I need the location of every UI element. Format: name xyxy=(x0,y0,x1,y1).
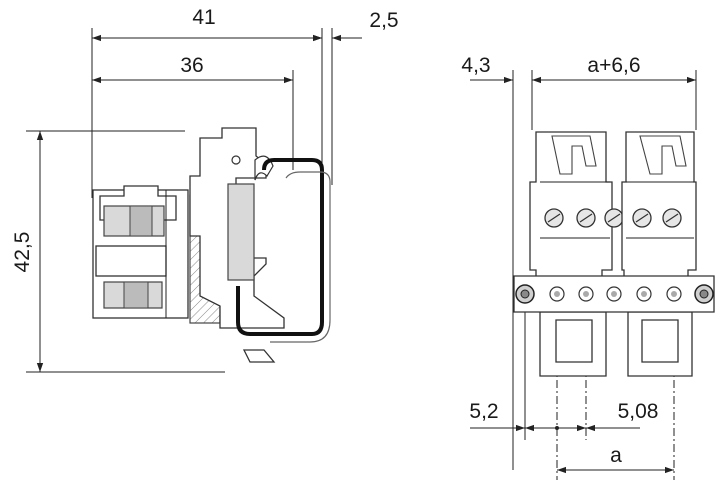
front-view: 4,3 a+6,6 5,2 5,08 a xyxy=(461,54,715,480)
dim-label-a: a xyxy=(610,444,622,467)
dim-label-36: 36 xyxy=(180,54,203,77)
module-left xyxy=(529,131,624,377)
plug-screw-upper xyxy=(129,205,153,237)
module-right-slot xyxy=(641,319,679,363)
dim-label-5-08: 5,08 xyxy=(618,400,659,423)
dim-label-5-2: 5,2 xyxy=(469,400,498,423)
dim-label-4-3: 4,3 xyxy=(461,54,490,77)
din-rail-profile xyxy=(236,158,324,336)
side-view: 41 36 2,5 42,5 xyxy=(11,6,399,373)
dim-label-a-6-6: a+6,6 xyxy=(587,54,640,77)
plug-gap xyxy=(95,245,167,277)
pin-strip xyxy=(513,275,715,313)
adapter-hole xyxy=(231,155,241,165)
plug-screw-lower xyxy=(123,281,149,309)
adapter-foot xyxy=(242,349,276,363)
module-right-latch xyxy=(639,135,687,175)
module-left-latch xyxy=(551,135,597,175)
rail-adapter-side xyxy=(189,127,285,363)
adapter-inner-block xyxy=(227,183,255,281)
din-rail-outline xyxy=(270,171,331,343)
module-right xyxy=(621,131,697,377)
din-rail-side xyxy=(236,158,331,343)
plug-side xyxy=(92,185,189,319)
module-left-slot xyxy=(555,319,593,363)
dim-label-42-5: 42,5 xyxy=(11,232,34,273)
dim-label-41: 41 xyxy=(192,6,215,29)
dim-label-2-5: 2,5 xyxy=(369,9,398,32)
